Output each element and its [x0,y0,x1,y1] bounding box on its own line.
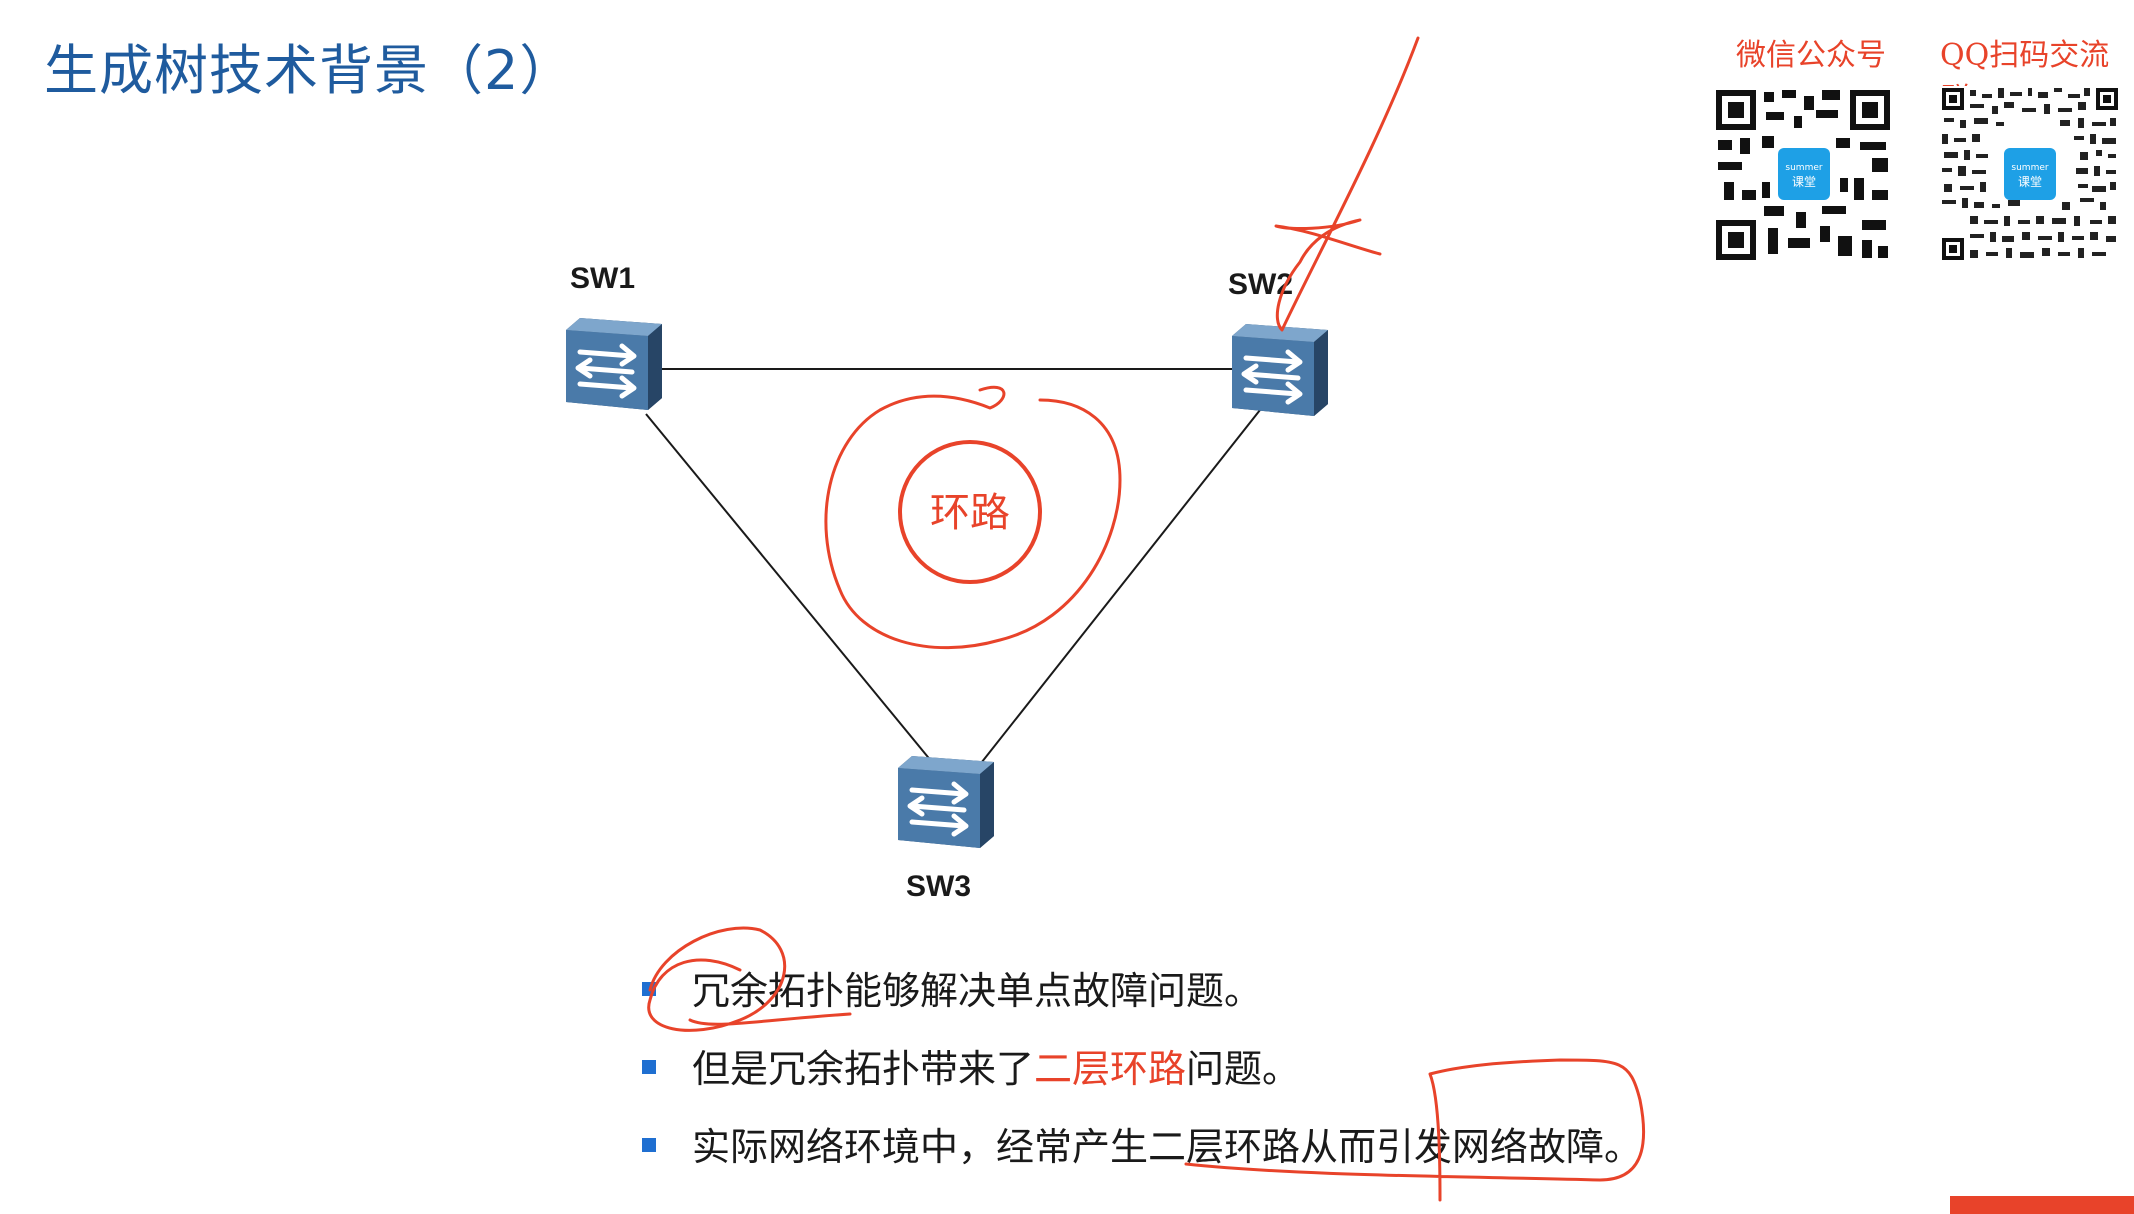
sw2-label: SW2 [1228,268,1294,301]
qq-qr-code[interactable]: summer 课堂 [1940,86,2120,266]
switch-sw2-icon [1232,324,1328,416]
bullet-square-icon [642,1138,656,1152]
wechat-qr-code[interactable]: summer 课堂 [1712,86,1894,268]
qr-code-image: summer 课堂 [1940,86,2120,262]
bullet-square-icon [642,982,656,996]
link-sw1-sw3 [645,413,933,763]
qr-badge-text: 课堂 [1792,175,1816,189]
link-sw2-sw3 [973,409,1261,773]
bullet-text: 但是冗余拓扑带来了 [692,1047,1035,1091]
bullet-highlight: 二层环路 [1034,1047,1187,1091]
bullet-text-tail: 问题。 [1186,1047,1301,1091]
svg-text:summer: summer [2011,163,2048,173]
sw1-label: SW1 [570,262,636,295]
bullet-text: 冗余拓扑能够解决单点故障问题。 [692,969,1263,1013]
wechat-qr-label: 微信公众号 [1736,38,1886,73]
page-title: 生成树技术背景（2） [44,39,575,102]
bullet-text: 实际网络环境中，经常产生二层环路从而引发网络故障。 [692,1125,1643,1169]
switch-sw3-icon [898,756,994,848]
qr-badge-text: 课堂 [2018,175,2042,189]
switch-sw1-icon [566,318,662,410]
svg-text:summer: summer [1785,163,1822,173]
bullet-square-icon [642,1060,656,1074]
loop-label: 环路 [930,490,1010,536]
qr-code-image: summer 课堂 [1712,86,1894,264]
brand-bar [1950,1196,2134,1214]
sw3-label: SW3 [906,870,972,903]
